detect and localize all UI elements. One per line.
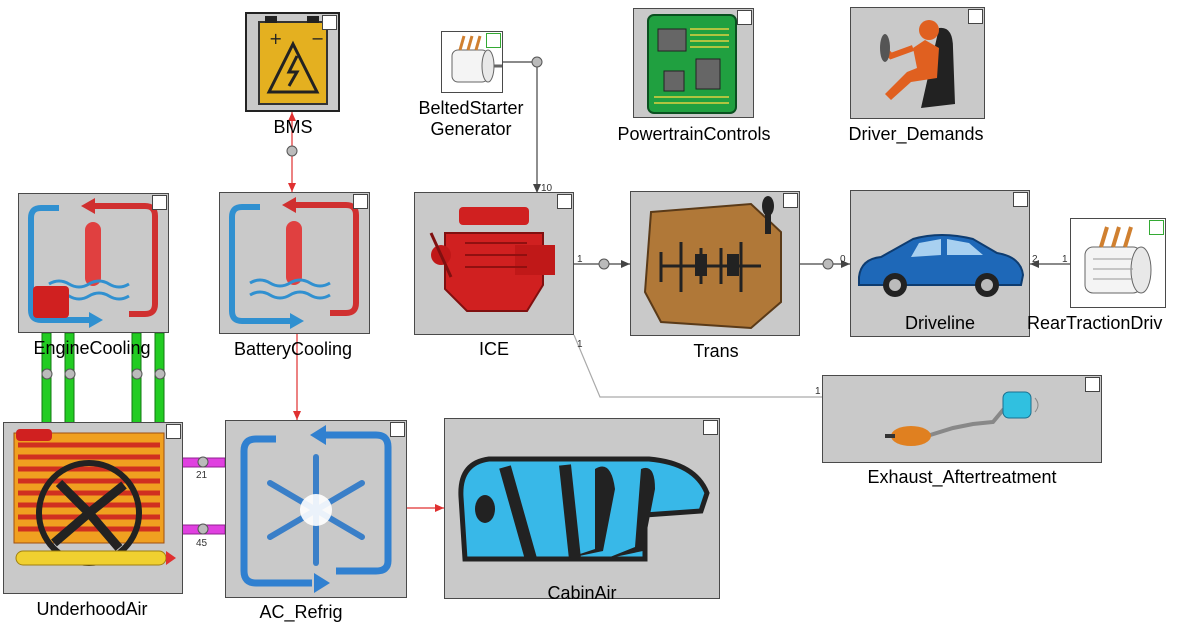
underhood-air-label: UnderhoodAir bbox=[36, 599, 148, 619]
expand-corner-icon[interactable] bbox=[1149, 220, 1164, 235]
exhaust-block[interactable] bbox=[822, 375, 1102, 463]
coolant-thermo-icon bbox=[28, 198, 158, 328]
driver-demands-block[interactable] bbox=[850, 7, 985, 119]
port-ice-exhaust: 1 bbox=[577, 339, 583, 350]
exhaust-pipe-icon bbox=[885, 391, 1039, 446]
port-exhaust-in: 1 bbox=[815, 386, 821, 397]
engine-icon bbox=[429, 207, 555, 312]
expand-corner-icon[interactable] bbox=[968, 9, 983, 24]
ac-refrig-block[interactable] bbox=[225, 420, 407, 598]
cabin-air-block[interactable] bbox=[444, 418, 720, 599]
trans-label: Trans bbox=[693, 341, 739, 361]
engine-cooling-block[interactable] bbox=[18, 193, 169, 333]
car-icon bbox=[858, 234, 1025, 297]
radiator-fan-icon bbox=[13, 429, 176, 566]
expand-corner-icon[interactable] bbox=[353, 194, 368, 209]
expand-corner-icon[interactable] bbox=[783, 193, 798, 208]
bms-block[interactable]: + − bbox=[245, 12, 340, 112]
gearbox-icon bbox=[643, 196, 782, 330]
driveline-label: Driveline bbox=[904, 313, 976, 333]
cabin-seats-icon bbox=[458, 456, 710, 562]
port-ice-in: 10 bbox=[541, 183, 553, 194]
powertrain-controls-label: PowertrainControls bbox=[617, 124, 771, 144]
expand-corner-icon[interactable] bbox=[166, 424, 181, 439]
circuit-board-icon bbox=[647, 14, 737, 114]
ice-block[interactable] bbox=[414, 192, 574, 335]
engine-cooling-label: EngineCooling bbox=[33, 338, 151, 358]
underhood-air-block[interactable] bbox=[3, 422, 183, 594]
rear-traction-block[interactable] bbox=[1070, 218, 1166, 308]
electric-motor-icon bbox=[1084, 226, 1152, 294]
expand-corner-icon[interactable] bbox=[322, 15, 337, 30]
coolant-lines bbox=[41, 332, 166, 424]
port-underhood-ac-top: 21 bbox=[196, 470, 208, 481]
battery-warning-icon: + − bbox=[258, 16, 328, 105]
port-underhood-ac-bottom: 45 bbox=[196, 538, 208, 549]
expand-corner-icon[interactable] bbox=[703, 420, 718, 435]
svg-text:+: + bbox=[269, 29, 282, 48]
driver-seat-icon bbox=[880, 20, 955, 108]
ice-exhaust-wire bbox=[573, 334, 822, 398]
ice-label: ICE bbox=[478, 339, 510, 359]
port-driveline-in: 0 bbox=[840, 254, 846, 265]
coolant-thermo-icon bbox=[229, 197, 359, 329]
expand-corner-icon[interactable] bbox=[737, 10, 752, 25]
battery-cooling-label: BatteryCooling bbox=[233, 339, 353, 359]
expand-corner-icon[interactable] bbox=[390, 422, 405, 437]
cabin-air-label: CabinAir bbox=[547, 583, 617, 603]
port-rear-in: 1 bbox=[1062, 254, 1068, 265]
port-ice-out: 1 bbox=[577, 254, 583, 265]
trans-block[interactable] bbox=[630, 191, 800, 336]
expand-corner-icon[interactable] bbox=[486, 33, 501, 48]
refrigerant-lines bbox=[180, 456, 226, 535]
expand-corner-icon[interactable] bbox=[1085, 377, 1100, 392]
starter-motor-icon bbox=[451, 35, 502, 83]
belted-starter-label-1: BeltedStarter bbox=[418, 98, 524, 118]
powertrain-controls-block[interactable] bbox=[633, 8, 754, 118]
expand-corner-icon[interactable] bbox=[557, 194, 572, 209]
ac-refrig-label: AC_Refrig bbox=[259, 602, 343, 622]
driver-demands-label: Driver_Demands bbox=[848, 124, 984, 144]
snowflake-icon bbox=[240, 425, 392, 593]
port-driveline-out: 2 bbox=[1032, 254, 1038, 265]
bms-label: BMS bbox=[273, 117, 313, 137]
exhaust-label: Exhaust_Aftertreatment bbox=[867, 467, 1057, 487]
svg-text:−: − bbox=[311, 29, 324, 48]
expand-corner-icon[interactable] bbox=[152, 195, 167, 210]
rear-traction-label: RearTractionDriv bbox=[1027, 313, 1163, 333]
battery-cooling-block[interactable] bbox=[219, 192, 370, 334]
belted-starter-block[interactable] bbox=[441, 31, 503, 93]
expand-corner-icon[interactable] bbox=[1013, 192, 1028, 207]
driveline-block[interactable] bbox=[850, 190, 1030, 337]
belted-starter-label-2: Generator bbox=[430, 119, 512, 139]
